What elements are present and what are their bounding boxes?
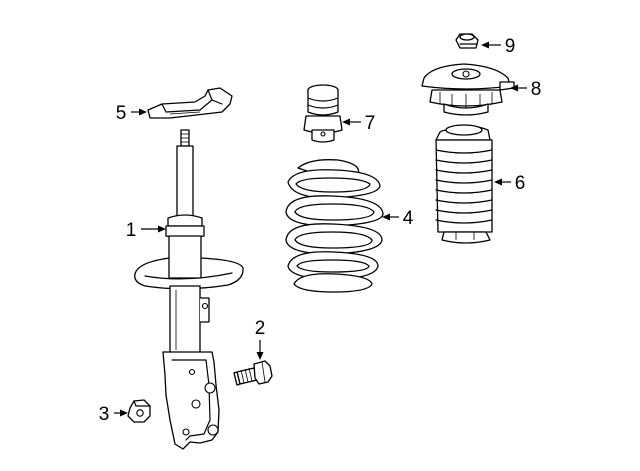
callout-label: 4 [403, 208, 414, 229]
callout-arrowhead [342, 118, 350, 126]
callout-arrowhead [481, 41, 489, 49]
callout-arrowhead [139, 108, 147, 116]
bolt [233, 360, 273, 386]
mount-nut [455, 33, 479, 49]
callout-8: 8 [510, 79, 541, 100]
callout-arrowhead [510, 84, 518, 92]
nut [127, 399, 151, 423]
callout-label: 2 [255, 318, 266, 339]
bump-stop [303, 84, 343, 143]
callout-label: 5 [116, 103, 127, 124]
callout-2: 2 [255, 318, 266, 360]
callout-7: 7 [342, 113, 375, 134]
callout-label: 3 [99, 404, 110, 425]
callout-1: 1 [126, 220, 166, 241]
callout-label: 9 [505, 36, 516, 57]
callout-5: 5 [116, 103, 147, 124]
callout-arrowhead [256, 352, 264, 360]
callout-9: 9 [481, 36, 515, 57]
callout-arrowhead [494, 178, 502, 186]
callout-arrowhead [382, 213, 390, 221]
dust-boot [435, 124, 493, 244]
callout-label: 7 [365, 113, 376, 134]
callout-arrowhead [158, 225, 166, 233]
strut-mount [421, 63, 515, 116]
callout-4: 4 [382, 208, 414, 229]
callout-label: 6 [515, 173, 526, 194]
spring-insulator [147, 87, 233, 119]
coil-spring [285, 159, 384, 293]
callout-label: 8 [531, 79, 542, 100]
callout-3: 3 [99, 404, 128, 425]
strut-assembly [134, 129, 244, 450]
callout-6: 6 [494, 173, 525, 194]
callout-label: 1 [126, 220, 137, 241]
callout-arrowhead [120, 409, 128, 417]
